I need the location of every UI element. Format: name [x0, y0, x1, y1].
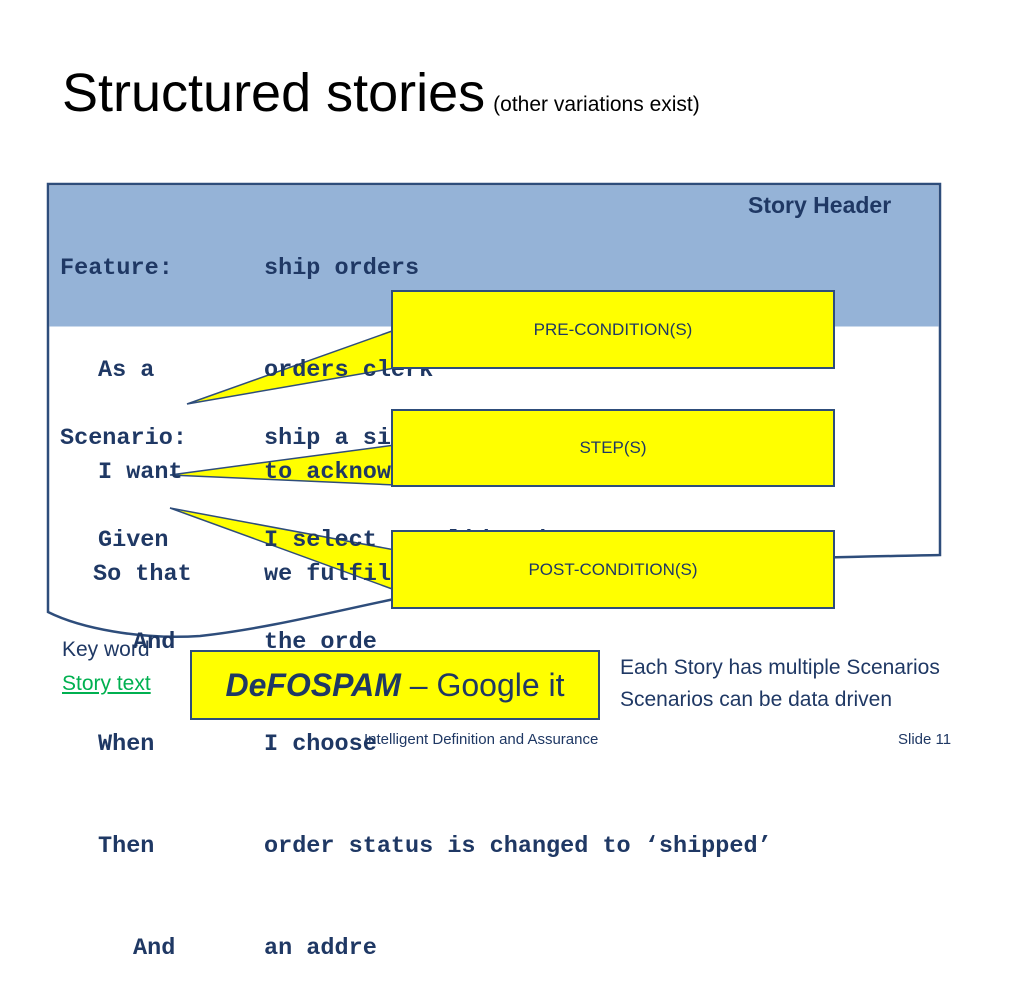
text-so-that: we fulfil [264, 561, 391, 588]
step-label: STEP(S) [579, 438, 647, 457]
title-subtitle: (other variations exist) [493, 93, 700, 116]
defospam-strong: DeFOSPAM [225, 666, 401, 703]
text-then: order status is changed to ‘shipped’ [264, 833, 772, 860]
keyword-and-2: And [133, 935, 176, 962]
pre-condition-label: PRE-CONDITION(S) [533, 319, 693, 339]
post-condition-label: POST-CONDITION(S) [528, 559, 698, 579]
slide-number: Slide 11 [898, 731, 952, 748]
keyword-given: Given [98, 527, 169, 554]
keyword-so-that: So that [93, 561, 192, 588]
text-feature: ship orders [264, 255, 420, 282]
text-when: I choose [264, 731, 377, 758]
slide-title: Structured stories (other variations exis… [62, 62, 700, 124]
keyword-i-want: I want [98, 459, 183, 486]
legend-story-text-link[interactable]: Story text [62, 672, 151, 695]
scenario-notes: Each Story has multiple Scenarios Scenar… [620, 652, 940, 716]
step-callout: STEP(S) [391, 409, 835, 487]
keyword-then: Then [98, 833, 155, 860]
keyword-column-header: Feature: As a I want So that [60, 184, 192, 626]
keyword-scenario: Scenario: [60, 425, 187, 452]
note-multiple-scenarios: Each Story has multiple Scenarios [620, 656, 940, 679]
keyword-when: When [98, 731, 155, 758]
defospam-rest: – Google it [400, 666, 565, 703]
note-data-driven: Scenarios can be data driven [620, 688, 893, 711]
keyword-and-1: And [133, 629, 176, 656]
story-header-label: Story Header [748, 192, 892, 218]
keyword-feature: Feature: [60, 255, 173, 282]
footer-center-text: Intelligent Definition and Assurance [364, 731, 599, 748]
keyword-as-a: As a [98, 357, 155, 384]
title-main: Structured stories [62, 63, 486, 123]
pre-condition-callout: PRE-CONDITION(S) [391, 290, 835, 369]
text-and-2: an addre [264, 935, 377, 962]
post-condition-callout: POST-CONDITION(S) [391, 530, 835, 609]
defospam-box: DeFOSPAM – Google it [190, 650, 600, 720]
legend-keyword: Key word [62, 638, 150, 661]
